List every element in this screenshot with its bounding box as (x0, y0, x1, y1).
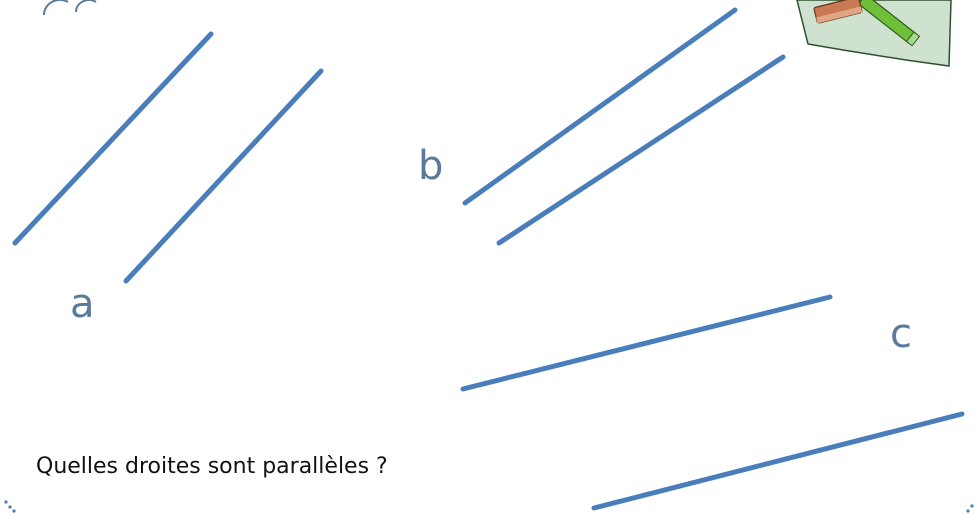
label-a: a (70, 281, 95, 327)
line-c-2 (591, 411, 965, 511)
line-b-2 (496, 54, 786, 246)
label-b: b (418, 143, 444, 189)
title-fragment (43, 0, 97, 16)
line-a-1 (12, 31, 214, 246)
question-text: Quelles droites sont parallèles ? (36, 454, 388, 479)
pencil-and-eraser-on-paper-icon (796, 0, 952, 67)
line-c-1 (460, 294, 833, 392)
line-b-1 (462, 7, 738, 206)
label-c: c (890, 311, 912, 357)
line-a-2 (123, 68, 324, 284)
corner-decoration (4, 500, 974, 513)
